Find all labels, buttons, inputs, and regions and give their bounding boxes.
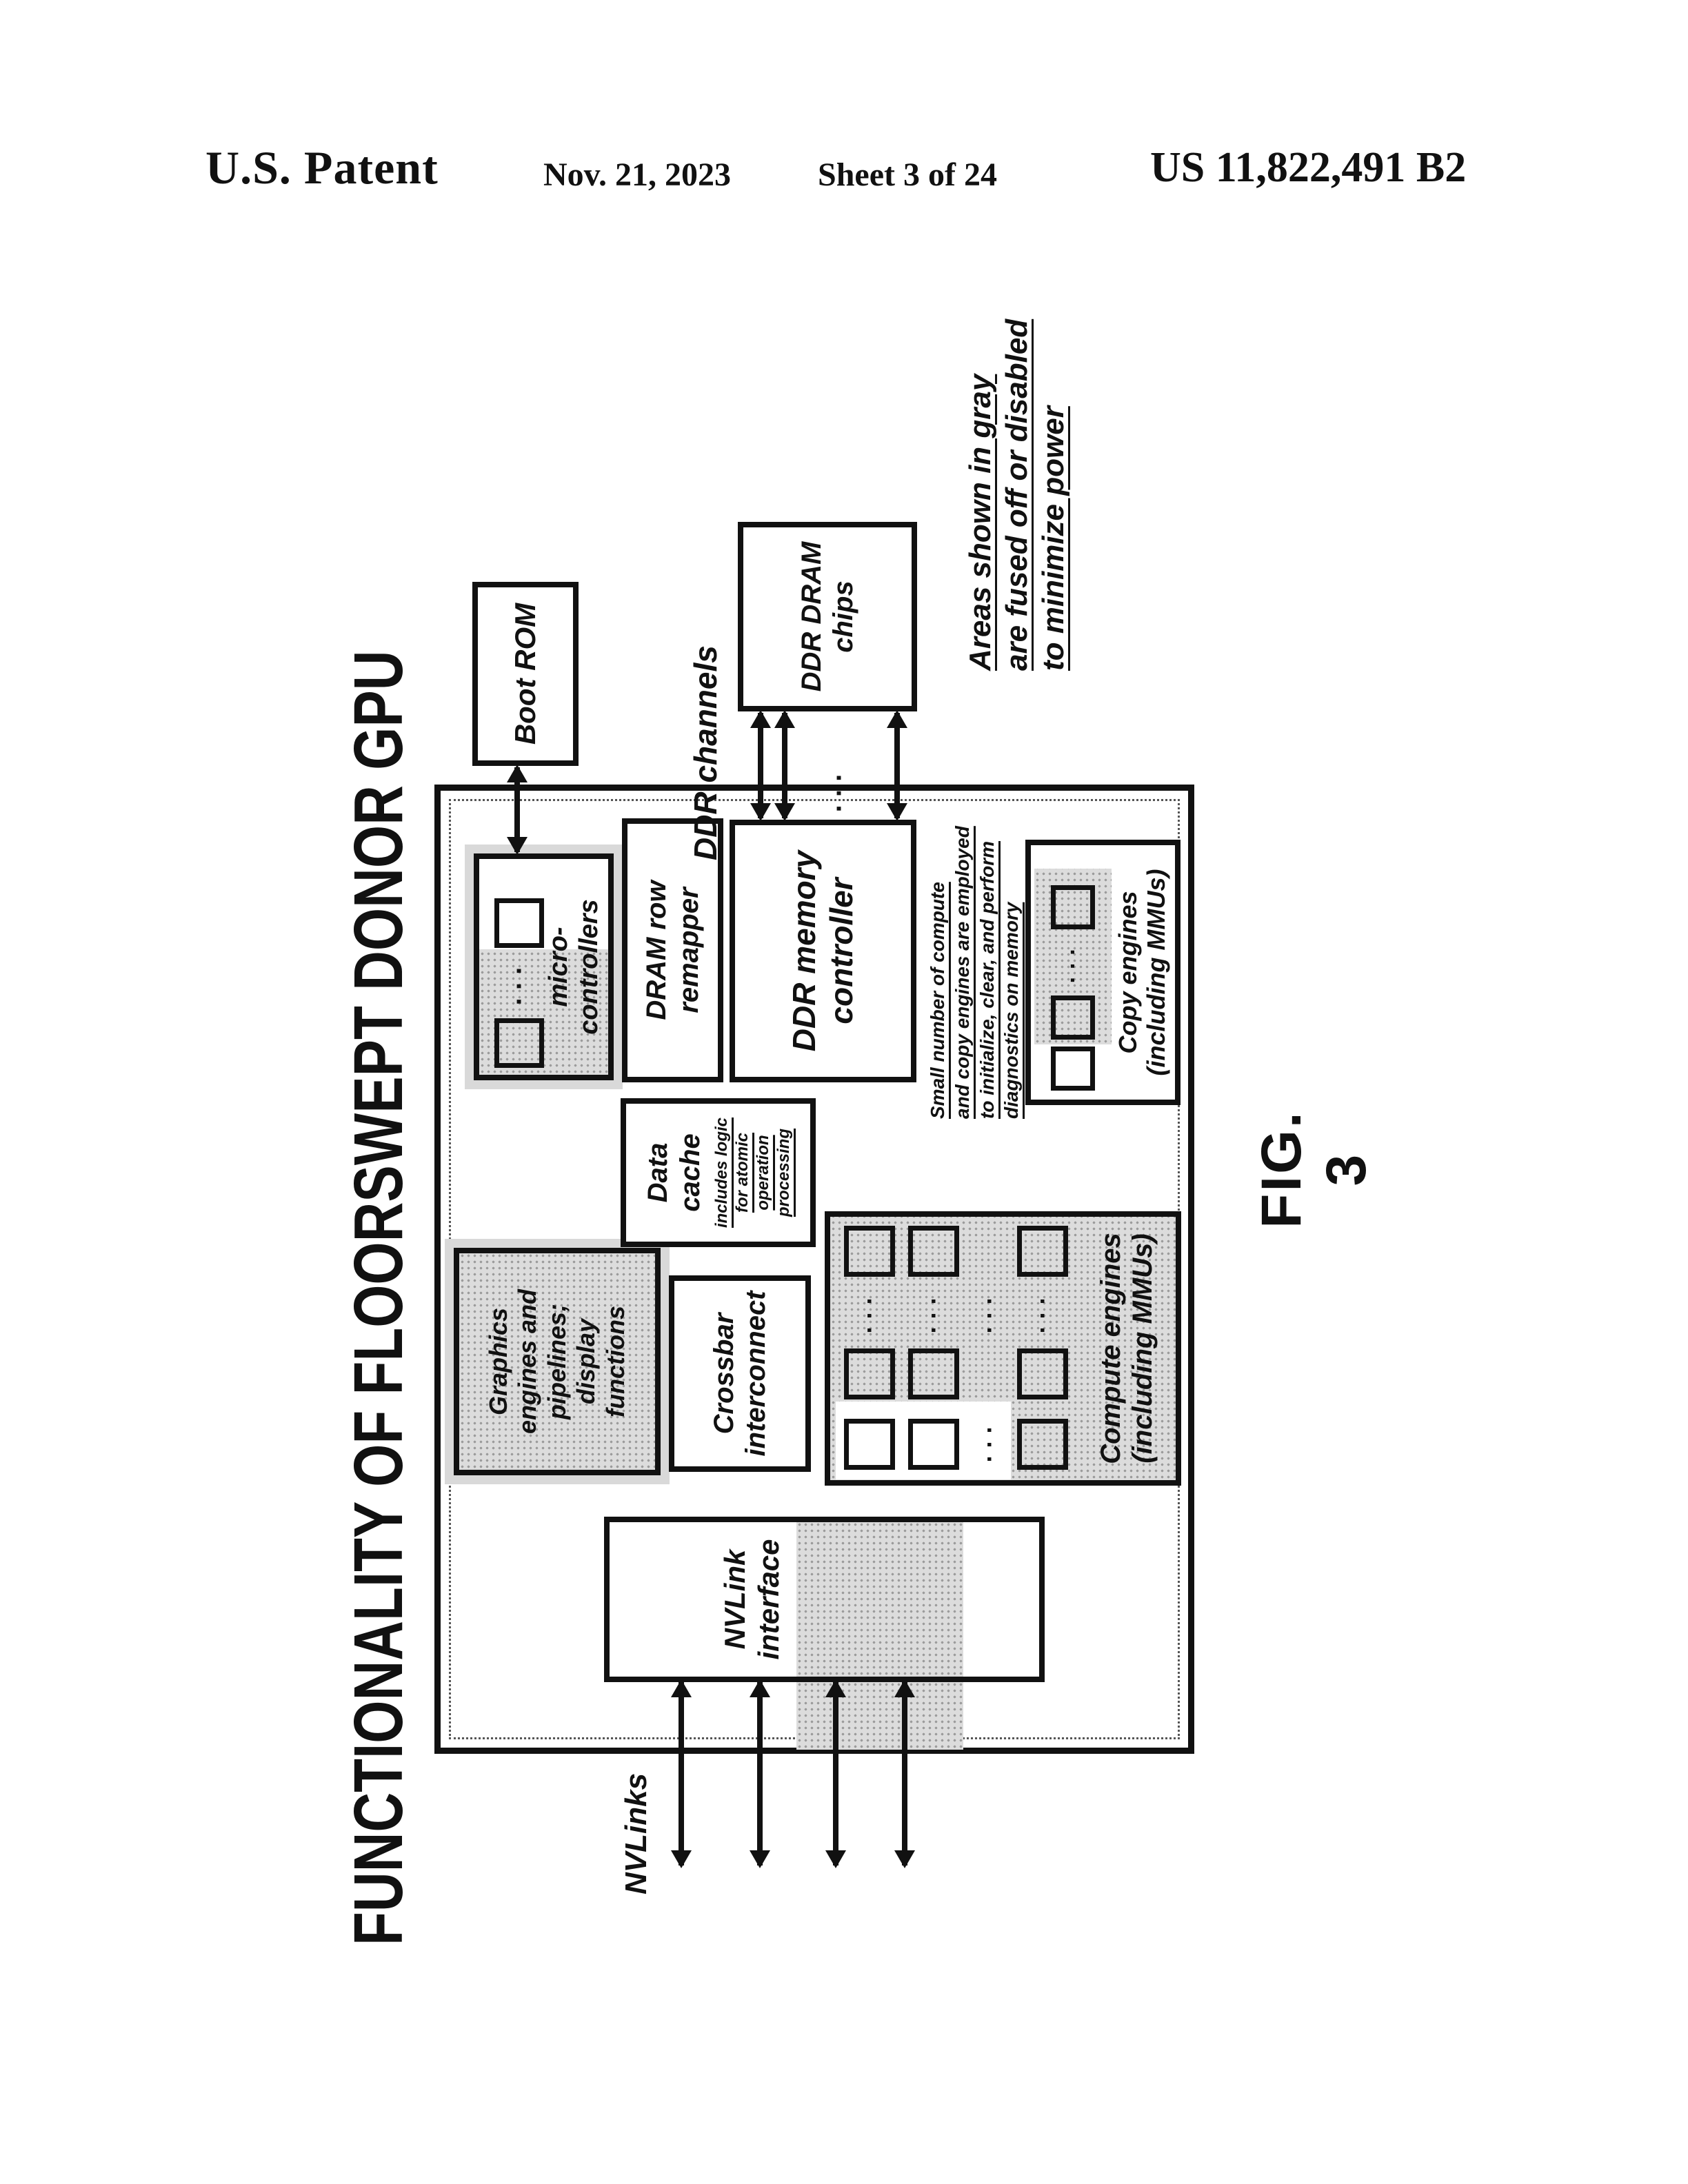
engines-usage-note: Small number of compute and copy engines…	[927, 826, 1023, 1119]
engine-square	[1051, 995, 1095, 1040]
publication-number: US 11,822,491 B2	[1150, 144, 1467, 191]
engine-square	[908, 1419, 959, 1470]
ddr-channels-label: DDR channels	[687, 645, 723, 860]
publication-date: Nov. 21, 2023	[543, 156, 732, 193]
nvlink-arrow	[757, 1682, 763, 1866]
ellipsis-icon: ···	[823, 766, 854, 813]
ddr-channel-arrow	[758, 713, 763, 818]
graphics-engines-box: Graphics engines and pipelines; display …	[445, 1237, 669, 1486]
engine-square	[844, 1226, 895, 1277]
engine-square	[494, 1018, 544, 1068]
ddr-channel-arrow	[782, 713, 787, 818]
ellipsis-icon: ···	[1028, 1290, 1056, 1334]
nvlink-gray-region	[796, 1522, 963, 1677]
crossbar-label: Crossbar interconnect	[708, 1291, 771, 1457]
nvlink-gray-strip	[796, 1681, 963, 1750]
nvlink-arrow	[679, 1682, 684, 1866]
graphics-engines-label: Graphics engines and pipelines; display …	[483, 1288, 630, 1435]
nvlink-arrow	[833, 1682, 838, 1866]
engine-square	[1051, 885, 1095, 929]
nvlink-arrow	[902, 1682, 907, 1866]
boot-rom-arrow	[514, 767, 520, 852]
engine-square	[844, 1419, 895, 1470]
crossbar-box: Crossbar interconnect	[669, 1275, 811, 1472]
nvlink-interface-label: NVLink interface	[719, 1539, 785, 1660]
engine-square	[1051, 1046, 1095, 1091]
engine-square	[844, 1348, 895, 1399]
micro-controllers-box: ··· micro- controllers	[468, 838, 620, 1095]
ellipsis-icon: ···	[503, 959, 534, 1006]
copy-engines-label: Copy engines (including MMUs)	[1113, 869, 1171, 1076]
ellipsis-icon: ···	[975, 1290, 1003, 1334]
engine-square	[908, 1226, 959, 1277]
ddr-dram-chips-label: DDR DRAM chips	[796, 541, 858, 692]
data-cache-note: includes logic for atomic operation proc…	[712, 1117, 793, 1228]
engine-square	[1017, 1226, 1068, 1277]
sheet-number: Sheet 3 of 24	[818, 156, 997, 193]
figure-title: FUNCTIONALITY OF FLOORSWEPT DONOR GPU	[340, 650, 417, 1945]
compute-engines-label: Compute engines (including MMUs)	[1096, 1233, 1158, 1464]
ellipsis-icon: ···	[919, 1290, 947, 1334]
ddr-memory-controller-label: DDR memory controller	[786, 850, 859, 1052]
engine-square	[494, 898, 544, 948]
micro-controllers-label: micro- controllers	[543, 899, 603, 1035]
boot-rom-box: Boot ROM	[472, 582, 579, 766]
dram-row-remapper-label: DRAM row remapper	[641, 880, 704, 1020]
data-cache-box: Data cache includes logic for atomic ope…	[621, 1098, 816, 1247]
boot-rom-label: Boot ROM	[508, 603, 541, 745]
ddr-memory-controller-box: DDR memory controller	[730, 820, 916, 1082]
engine-square	[908, 1348, 959, 1399]
data-cache-label: Data cache	[643, 1133, 705, 1212]
ellipsis-icon: ···	[1059, 941, 1086, 984]
nvlinks-label: NVLinks	[619, 1772, 653, 1894]
ddr-channel-arrow	[894, 713, 900, 818]
us-patent-label: U.S. Patent	[205, 141, 439, 194]
ellipsis-icon: ···	[975, 1419, 1003, 1463]
ddr-dram-chips-box: DDR DRAM chips	[738, 522, 917, 711]
figure-caption: FIG. 3	[1250, 1110, 1378, 1228]
gray-areas-note: Areas shown in gray are fused off or dis…	[963, 318, 1070, 671]
nvlink-interface-box: NVLink interface	[604, 1517, 1045, 1682]
copy-engines-box: Copy engines (including MMUs)	[1025, 840, 1180, 1105]
ellipsis-icon: ···	[855, 1290, 883, 1334]
engine-square	[1017, 1348, 1068, 1399]
engine-square	[1017, 1419, 1068, 1470]
